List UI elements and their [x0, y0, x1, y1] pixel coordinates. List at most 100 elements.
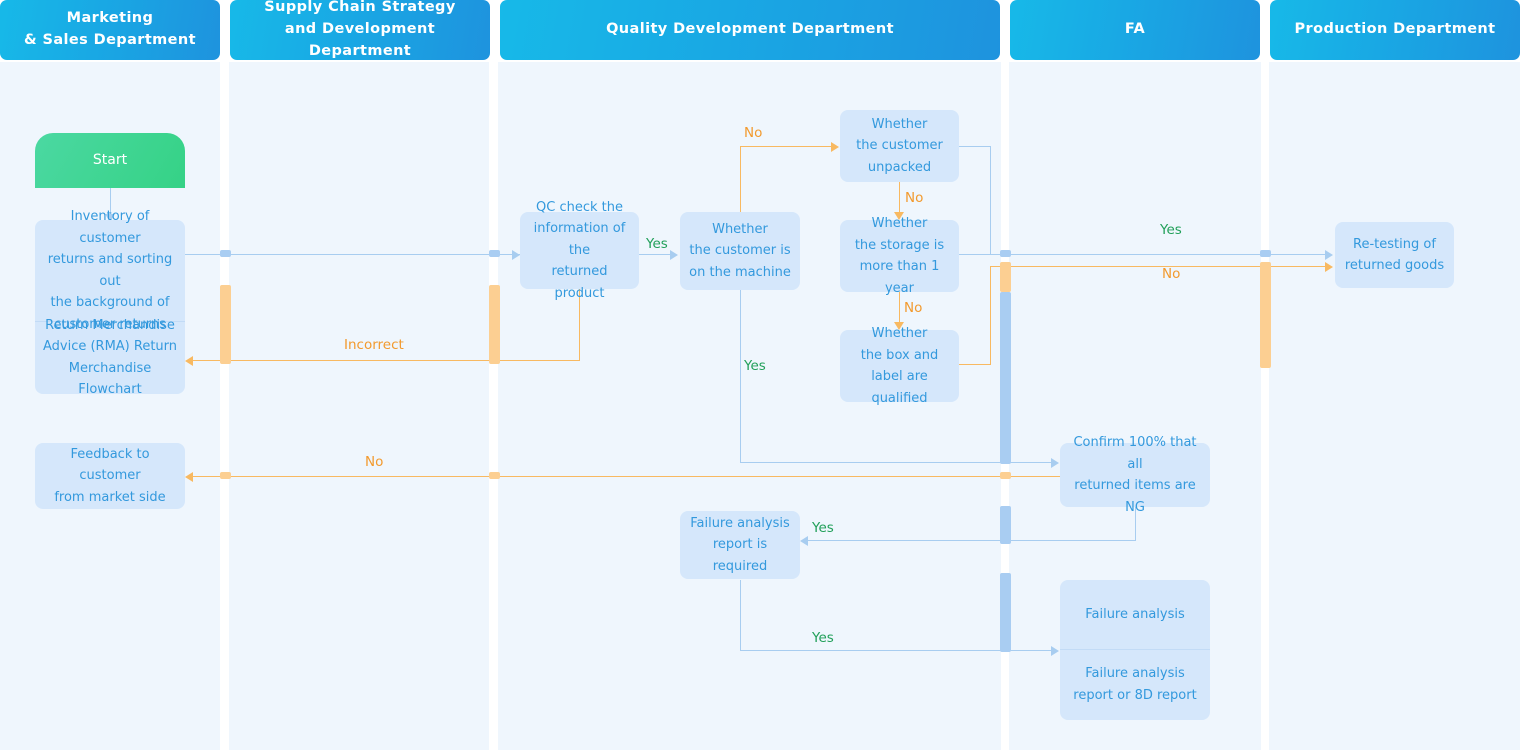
- edge-confirm-no-run: [193, 476, 1061, 477]
- edge-machine-yes-drop: [740, 290, 741, 462]
- edge-storage-yes-stub: [959, 254, 990, 255]
- lane-bridge-inventory-qc-1: [220, 250, 231, 257]
- lane-header-fa[interactable]: FA: [1010, 0, 1260, 60]
- edge-label-machine-no: No: [744, 125, 763, 141]
- node-box-label-line3: label are qualified: [871, 369, 928, 406]
- node-rma-line1: Return Merchandise: [45, 317, 175, 333]
- lane-header-marketing-line1: Marketing: [66, 10, 154, 27]
- edge-label-unpacked-no: No: [905, 190, 924, 206]
- lane-header-quality[interactable]: Quality Development Department: [500, 0, 1000, 60]
- node-feedback-to-customer[interactable]: Feedback to customer from market side: [35, 443, 185, 509]
- edge-machine-no-run: [740, 146, 832, 147]
- node-failure-analysis-group[interactable]: Failure analysis Failure analysis report…: [1060, 580, 1210, 720]
- edge-machine-no-riser: [740, 146, 741, 224]
- lane-bridge-retest-no-1: [1000, 262, 1011, 292]
- edge-machine-yes-arrowhead: [1051, 458, 1059, 468]
- node-inventory[interactable]: Inventory of customer returns and sortin…: [35, 209, 185, 332]
- node-failure-analysis-report-required[interactable]: Failure analysis report is required: [680, 511, 800, 579]
- edge-confirm-yes-arrowhead: [800, 536, 808, 546]
- node-rma-line3: Merchandise Flowchart: [68, 360, 152, 398]
- lane-bridge-inventory-qc-2: [489, 250, 500, 257]
- node-fa-required-line2: report is required: [712, 537, 768, 574]
- node-fa-report-line1: Failure analysis: [1085, 666, 1185, 681]
- edge-unpacked-no-arrowhead: [894, 212, 904, 220]
- node-storage-line3: more than 1 year: [859, 259, 940, 296]
- node-customer-on-machine[interactable]: Whether the customer is on the machine: [680, 212, 800, 290]
- node-box-and-label-qualified[interactable]: Whether the box and label are qualified: [840, 326, 959, 406]
- lane-body-production: [1269, 62, 1520, 750]
- node-qc-check-line3: returned product: [551, 264, 608, 301]
- edge-boxlabel-to-retesting-arrowhead: [1325, 262, 1333, 272]
- edge-qc-to-machine: [639, 254, 672, 255]
- lane-header-supply-chain[interactable]: Supply Chain Strategy and Development De…: [230, 0, 490, 60]
- edge-start-to-inventory-arrowhead: [105, 214, 115, 222]
- edge-unpacked-yes-drop: [990, 146, 991, 254]
- edge-qc-incorrect-arrowhead: [185, 356, 193, 366]
- edge-machine-no-arrowhead: [831, 142, 839, 152]
- node-failure-analysis-label: Failure analysis: [1085, 606, 1185, 622]
- node-storage-more-than-1-year[interactable]: Whether the storage is more than 1 year: [840, 216, 959, 296]
- lane-header-production-label: Production Department: [1294, 21, 1496, 38]
- node-retesting-line2: returned goods: [1344, 258, 1445, 273]
- lane-header-quality-label: Quality Development Department: [606, 21, 894, 38]
- edge-storage-no: [899, 292, 900, 328]
- edge-label-retest-no: No: [1162, 266, 1181, 282]
- edge-label-fa-yes: Yes: [812, 520, 834, 536]
- lane-header-supply-chain-line1: Supply Chain Strategy: [264, 0, 456, 16]
- edge-qc-incorrect-drop: [579, 289, 580, 361]
- node-inventory-line3: the background of: [50, 295, 170, 310]
- node-fa-required-line1: Failure analysis: [690, 515, 790, 531]
- edge-report-yes-run: [740, 650, 1053, 651]
- edge-boxlabel-to-retesting: [990, 266, 1327, 267]
- node-confirm-100-percent-ng[interactable]: Confirm 100% that all returned items are…: [1060, 435, 1210, 515]
- edge-label-report-yes: Yes: [812, 630, 834, 646]
- edge-report-yes-arrowhead: [1051, 646, 1059, 656]
- node-qc-check-line1: QC check the: [536, 199, 623, 215]
- lane-bridge-retest-yes-2: [1260, 250, 1271, 257]
- node-rma-line2: Advice (RMA) Return: [42, 339, 178, 354]
- node-retesting-returned-goods[interactable]: Re-testing of returned goods: [1335, 222, 1454, 288]
- node-unpacked-line3: unpacked: [867, 159, 932, 175]
- node-failure-analysis[interactable]: Failure analysis: [1060, 580, 1210, 650]
- edge-start-to-inventory: [110, 188, 111, 220]
- edge-confirm-no-arrowhead: [185, 472, 193, 482]
- edge-storage-no-arrowhead: [894, 322, 904, 330]
- node-retesting-line1: Re-testing of: [1353, 236, 1436, 252]
- node-fa-report-line2: report or 8D report: [1073, 687, 1197, 703]
- node-storage-line1: Whether: [871, 216, 928, 231]
- node-feedback-line2: from market side: [54, 489, 166, 505]
- lane-header-fa-label: FA: [1124, 21, 1146, 38]
- node-on-machine-line2: the customer is: [689, 243, 791, 259]
- node-start[interactable]: Start: [35, 133, 185, 188]
- edge-report-yes-drop: [740, 580, 741, 650]
- lane-bridge-feedback-no-2: [489, 472, 500, 479]
- node-qc-check-line2: information of the: [533, 221, 626, 258]
- edge-inventory-to-qc-arrowhead: [512, 250, 520, 260]
- lane-bridge-fa-yes: [1000, 506, 1011, 544]
- edge-unpacked-no: [899, 182, 900, 218]
- lane-body-supply-chain: [229, 62, 489, 750]
- lane-header-production[interactable]: Production Department: [1270, 0, 1520, 60]
- edge-label-qc-yes: Yes: [646, 236, 668, 252]
- node-qc-check[interactable]: QC check the information of the returned…: [520, 200, 639, 301]
- lane-header-marketing[interactable]: Marketing & Sales Department: [0, 0, 220, 60]
- lane-bridge-retest-no-2: [1260, 262, 1271, 368]
- node-failure-analysis-report[interactable]: Failure analysis report or 8D report: [1060, 650, 1210, 719]
- lane-bridge-incorrect-2: [489, 285, 500, 364]
- node-inventory-rma-group[interactable]: Inventory of customer returns and sortin…: [35, 209, 185, 398]
- node-rma[interactable]: Return Merchandise Advice (RMA) Return M…: [35, 318, 185, 398]
- edge-machine-yes-run: [740, 462, 1053, 463]
- node-unpacked-line2: the customer: [856, 138, 943, 154]
- edge-qc-incorrect-run: [193, 360, 580, 361]
- lane-bridge-machine-yes: [1000, 430, 1011, 464]
- node-customer-unpacked[interactable]: Whether the customer unpacked: [840, 110, 959, 182]
- edge-confirm-yes-drop: [1135, 506, 1136, 540]
- node-inventory-line4: customer returns: [54, 316, 166, 332]
- edge-label-machine-yes: Yes: [744, 358, 766, 374]
- edge-boxlabel-yes-stub: [959, 364, 990, 365]
- edge-boxlabel-riser: [990, 266, 991, 365]
- edge-yes-to-retesting: [990, 254, 1327, 255]
- lane-bridge-retest-yes-1: [1000, 250, 1011, 257]
- node-confirm-ng-line2: returned items are NG: [1074, 478, 1196, 515]
